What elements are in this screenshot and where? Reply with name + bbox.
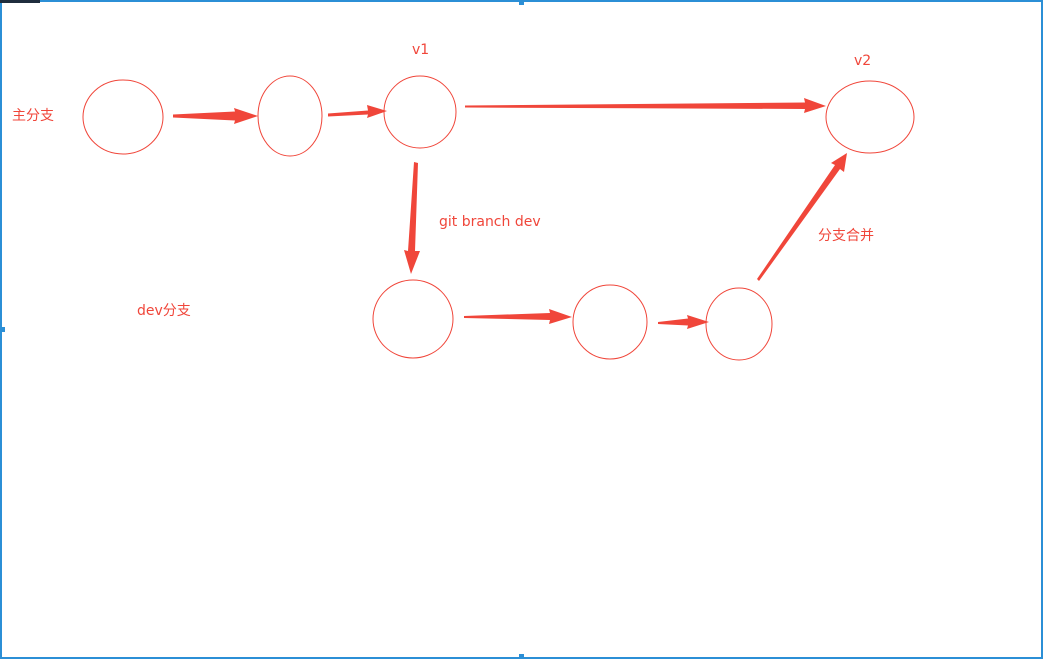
arrow-dev-2-to-3 — [658, 315, 709, 329]
label-git-branch-dev: git branch dev — [439, 214, 541, 230]
label-v2: v2 — [854, 53, 871, 69]
resize-handle-left[interactable] — [0, 327, 5, 332]
main-commit-v1 — [383, 75, 457, 149]
arrow-branch-dev — [404, 162, 420, 274]
dev-commit-2 — [572, 284, 648, 360]
commit-nodes — [82, 75, 915, 361]
arrow-main-2-to-v1 — [328, 105, 387, 118]
label-merge: 分支合并 — [818, 228, 874, 244]
label-dev-branch: dev分支 — [137, 303, 191, 319]
main-commit-2 — [257, 75, 323, 157]
arrow-main-1-to-2 — [173, 108, 258, 124]
dev-commit-3 — [705, 287, 773, 361]
label-main-branch: 主分支 — [12, 108, 54, 124]
canvas-corner-tab — [0, 0, 40, 3]
diagram-labels: 主分支 dev分支 v1 v2 git branch dev 分支合并 — [12, 42, 874, 319]
main-commit-v2 — [825, 80, 915, 154]
arrow-merge — [757, 153, 847, 281]
resize-handle-top[interactable] — [519, 0, 524, 5]
main-commit-1 — [82, 79, 164, 155]
arrow-dev-1-to-2 — [464, 309, 572, 324]
commit-arrows — [173, 98, 847, 329]
arrow-v1-to-v2 — [465, 98, 826, 113]
label-v1: v1 — [412, 42, 429, 58]
dev-commit-1 — [372, 279, 454, 359]
resize-handle-bottom[interactable] — [519, 654, 524, 659]
